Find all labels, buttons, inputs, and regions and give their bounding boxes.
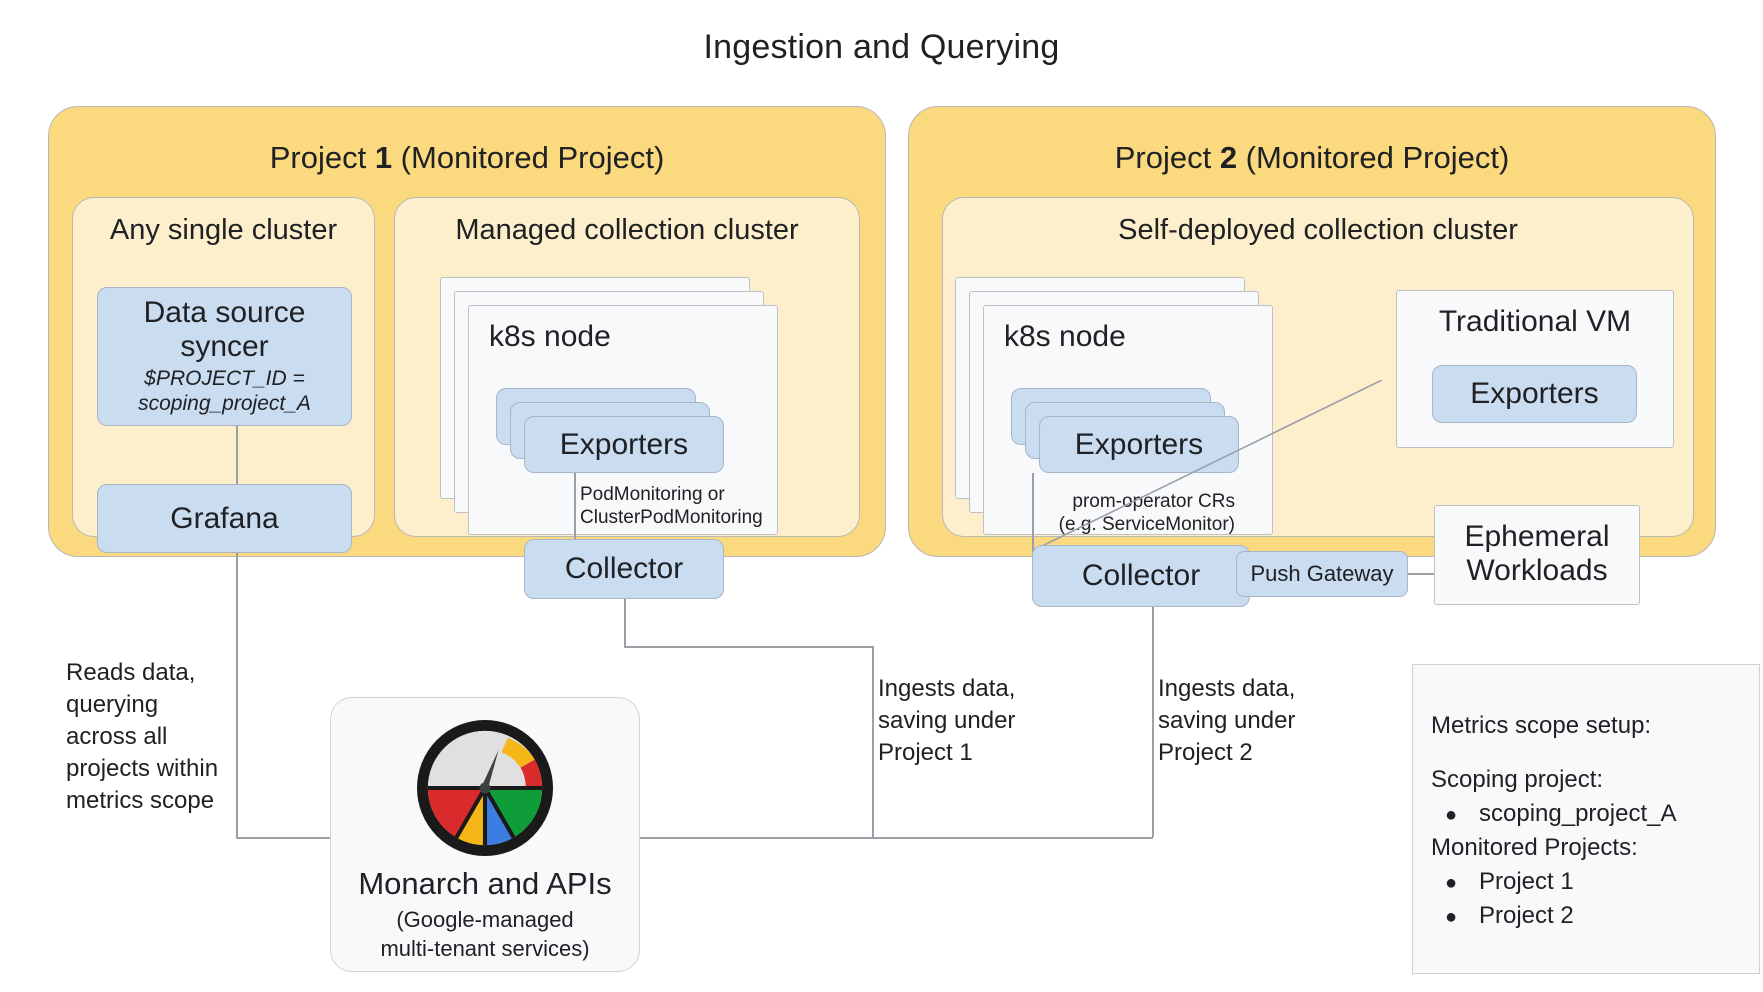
project-2-title: Project 2 (Monitored Project) bbox=[1114, 140, 1510, 175]
connector-exporters-to-collector-p1 bbox=[574, 473, 576, 548]
monarch-subtitle: (Google-managed multi-tenant services) bbox=[380, 907, 590, 961]
connector-collector-p2-to-monarch bbox=[872, 837, 1153, 839]
legend-monitored-item-2: ● Project 2 bbox=[1431, 899, 1759, 933]
connector-collector-p2-down bbox=[1152, 607, 1154, 837]
exporters-box-p2[interactable]: Exporters bbox=[1039, 416, 1239, 473]
data-source-syncer-label: Data source syncer bbox=[143, 296, 306, 363]
annotation-reads-data: Reads data, querying across all projects… bbox=[66, 659, 219, 814]
k8s-node-label-p2: k8s node bbox=[1004, 320, 1126, 353]
project-1-title: Project 1 (Monitored Project) bbox=[269, 140, 665, 175]
legend-monitored-item-2-label: Project 2 bbox=[1479, 902, 1574, 930]
cluster-managed-title: Managed collection cluster bbox=[455, 214, 799, 246]
connector-pushgateway-to-ephemeral bbox=[1408, 573, 1435, 575]
legend-scoping-item: ● scoping_project_A bbox=[1431, 797, 1759, 831]
data-source-syncer-box[interactable]: Data source syncer $PROJECT_ID = scoping… bbox=[97, 287, 352, 426]
collector-label-p1: Collector bbox=[564, 552, 684, 586]
legend-monitored-label: Monitored Projects: bbox=[1431, 834, 1638, 862]
bullet-icon: ● bbox=[1445, 872, 1458, 895]
legend-scoping-label: Scoping project: bbox=[1431, 766, 1604, 794]
push-gateway-label: Push Gateway bbox=[1250, 560, 1394, 586]
annotation-ingests-p1: Ingests data, saving under Project 1 bbox=[878, 675, 1016, 766]
legend-heading: Metrics scope setup: bbox=[1431, 712, 1652, 739]
ephemeral-workloads-box: Ephemeral Workloads bbox=[1434, 505, 1640, 605]
collector-label-p2: Collector bbox=[1081, 559, 1201, 593]
legend-scoping-item-label: scoping_project_A bbox=[1479, 800, 1677, 828]
exporters-box-p1[interactable]: Exporters bbox=[524, 416, 724, 473]
bullet-icon: ● bbox=[1445, 804, 1458, 827]
ephemeral-workloads-title: Ephemeral Workloads bbox=[1464, 520, 1610, 588]
connector-collector-p1-down2 bbox=[872, 646, 874, 837]
grafana-label: Grafana bbox=[170, 501, 279, 535]
connector-collector-p1-to-monarch bbox=[640, 837, 873, 839]
traditional-vm-title: Traditional VM bbox=[1438, 305, 1632, 338]
exporters-label-p2: Exporters bbox=[1074, 427, 1204, 461]
connector-collector-p1-down bbox=[624, 599, 626, 646]
connector-collector-p1-right bbox=[624, 646, 873, 648]
legend-monitored-item-1: ● Project 1 bbox=[1431, 865, 1759, 899]
collector-box-p2[interactable]: Collector bbox=[1032, 545, 1250, 607]
cluster-self-deployed-title: Self-deployed collection cluster bbox=[1118, 214, 1518, 246]
bullet-icon: ● bbox=[1445, 906, 1458, 929]
page-title: Ingestion and Querying bbox=[703, 28, 1060, 66]
k8s-node-label-p1: k8s node bbox=[489, 320, 611, 353]
connector-vm-to-collector bbox=[1037, 380, 1383, 549]
connector-syncer-to-grafana bbox=[236, 426, 238, 484]
grafana-box[interactable]: Grafana bbox=[97, 484, 352, 553]
data-source-syncer-sub: $PROJECT_ID = scoping_project_A bbox=[138, 367, 311, 416]
exporters-label-p1: Exporters bbox=[559, 427, 689, 461]
monarch-and-apis-card[interactable]: Monarch and APIs (Google-managed multi-t… bbox=[330, 697, 640, 972]
collector-box-p1[interactable]: Collector bbox=[524, 539, 724, 599]
edge-label-podmonitoring: PodMonitoring or ClusterPodMonitoring bbox=[580, 484, 763, 529]
connector-grafana-down bbox=[236, 553, 238, 837]
monarch-title: Monarch and APIs bbox=[358, 866, 612, 901]
metrics-scope-legend: Metrics scope setup: Scoping project: ● … bbox=[1412, 664, 1760, 974]
legend-monitored-item-1-label: Project 1 bbox=[1479, 868, 1574, 896]
push-gateway-box[interactable]: Push Gateway bbox=[1236, 551, 1408, 597]
connector-grafana-to-monarch bbox=[236, 837, 330, 839]
annotation-ingests-p2: Ingests data, saving under Project 2 bbox=[1158, 675, 1296, 766]
monarch-gauge-logo bbox=[417, 720, 553, 856]
exporters-box-vm[interactable]: Exporters bbox=[1432, 365, 1637, 423]
cluster-any-single-title: Any single cluster bbox=[109, 214, 338, 246]
connector-exporters-to-collector-p2 bbox=[1032, 473, 1034, 555]
exporters-label-vm: Exporters bbox=[1470, 377, 1599, 411]
